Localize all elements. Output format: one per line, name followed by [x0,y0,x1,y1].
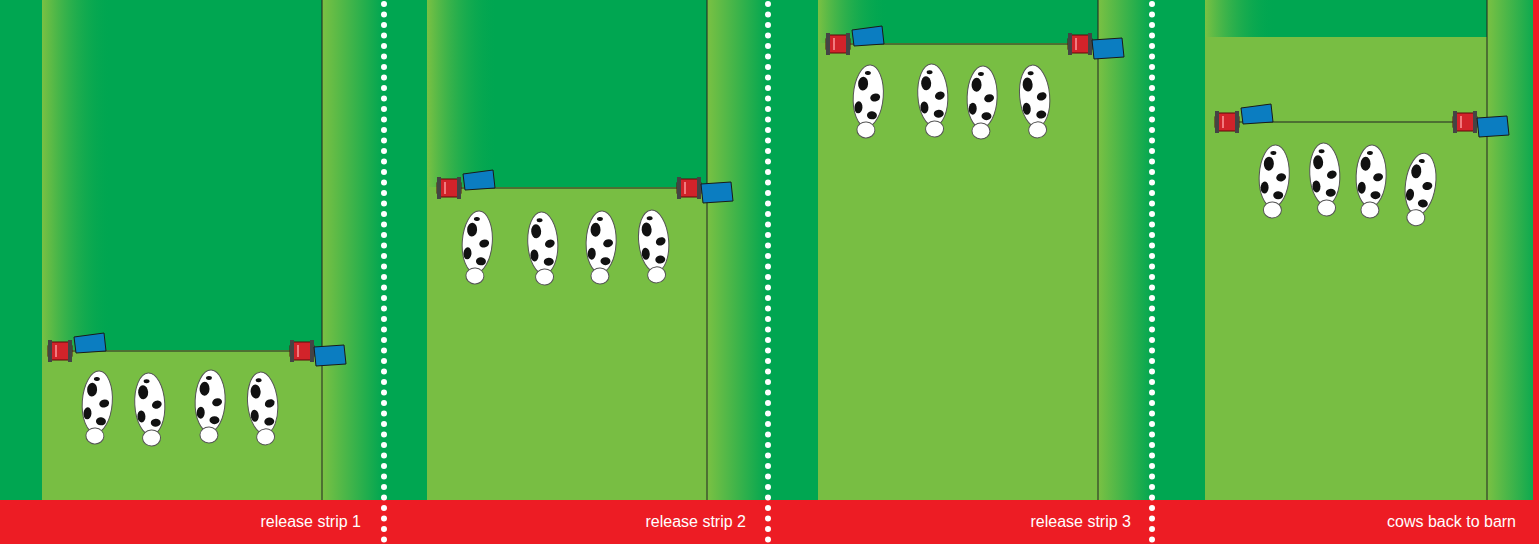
cow [459,210,494,285]
panel-separator [384,4,1152,541]
fence-reel [437,170,495,199]
fence-reel [826,26,884,55]
cow [636,209,672,284]
cow [1400,151,1440,227]
cow [966,65,999,139]
field-panel [383,0,768,500]
cow [245,371,281,446]
field-panel [1153,0,1539,500]
strip-label: cows back to barn [1387,512,1516,532]
cow [585,210,618,284]
fence-reel [1215,104,1273,133]
cow [133,372,167,446]
cow [916,63,950,137]
edge-bar [1533,0,1539,544]
field-panel [0,0,383,500]
fence-reel [290,340,346,366]
fence-reel [48,333,106,362]
strip-label: release strip 1 [261,512,362,532]
fence-reel [1453,111,1509,137]
fence-reel [1068,33,1124,59]
strip-label: release strip 2 [646,512,747,532]
field-panel [768,0,1153,500]
cow [79,370,114,445]
cow [194,369,227,443]
cow [1017,64,1053,139]
fence-reel [677,177,733,203]
strip-label: release strip 3 [1031,512,1132,532]
cow [1257,144,1291,218]
cow [1355,144,1388,218]
cow [526,211,560,285]
cow [1308,142,1342,216]
cow [850,64,885,139]
